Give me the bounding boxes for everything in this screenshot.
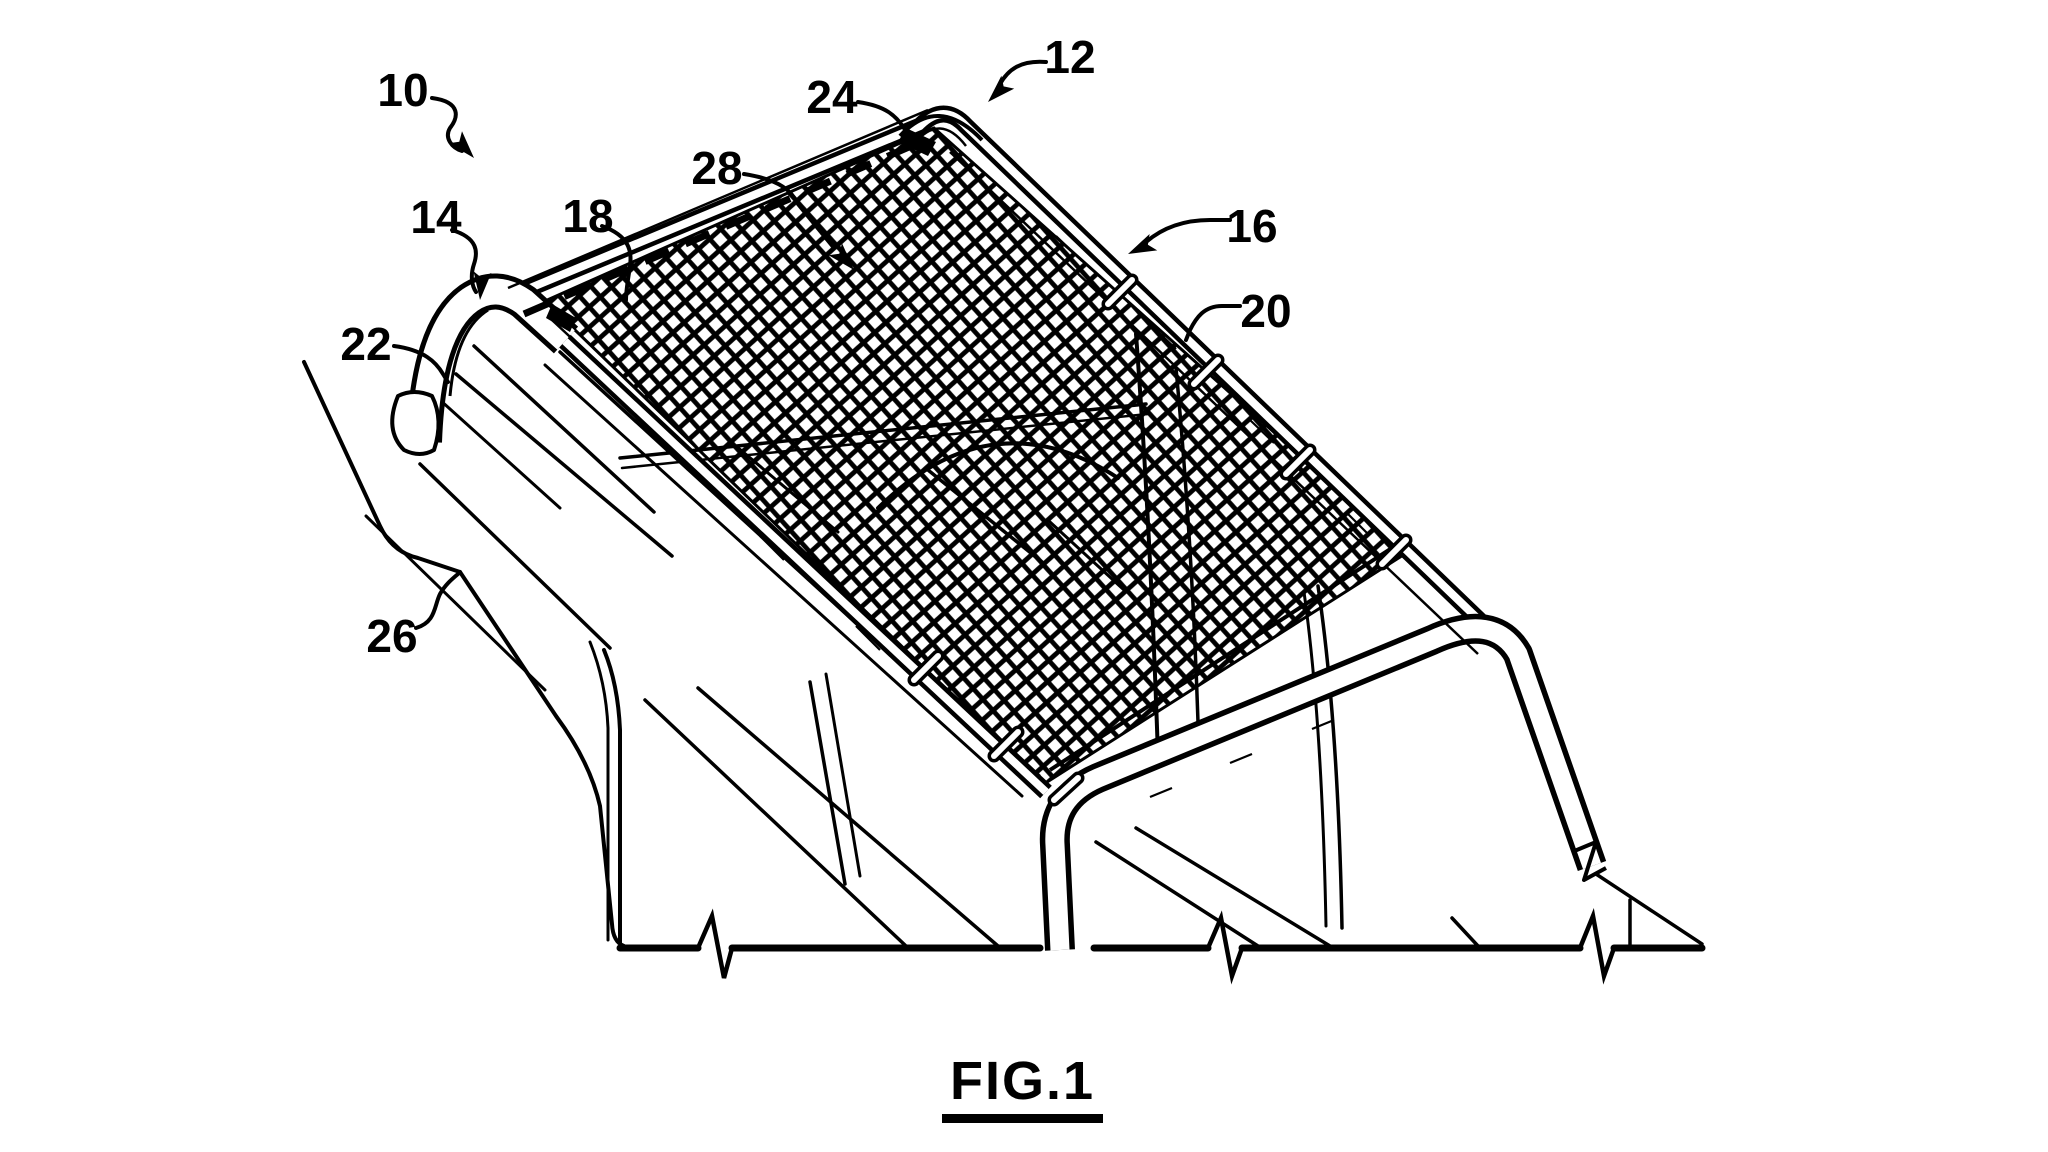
c-pillar-line xyxy=(1316,584,1344,930)
header-bracket xyxy=(546,304,576,332)
leader-16 xyxy=(1144,218,1232,244)
door-line xyxy=(696,686,1000,948)
net-clip xyxy=(1375,533,1413,571)
body-line xyxy=(458,570,626,948)
rail-ticks xyxy=(663,235,1369,799)
corner-cap-arc xyxy=(898,114,984,142)
body-line xyxy=(302,360,462,574)
leader-arrowheads xyxy=(448,75,1158,300)
windshield-line xyxy=(472,344,656,514)
leader-12 xyxy=(998,59,1048,86)
ref-label-24: 24 xyxy=(806,71,858,123)
break-mark xyxy=(695,908,735,979)
body-line xyxy=(1450,916,1480,948)
body-line xyxy=(1594,872,1704,946)
net-clip xyxy=(907,649,945,687)
frame xyxy=(390,105,1607,951)
body-line xyxy=(418,462,612,650)
leader-24 xyxy=(856,100,910,138)
net-hem-line xyxy=(551,319,1041,777)
net-clips xyxy=(907,273,1413,807)
ref-label-22: 22 xyxy=(340,318,391,370)
ref-label-14: 14 xyxy=(410,191,462,243)
body-line xyxy=(364,514,547,692)
side-rail-core xyxy=(533,311,1049,795)
leader-22 xyxy=(392,344,450,384)
door-line xyxy=(643,698,908,948)
reference-numerals: 10 12 14 16 18 20 22 24 26 28 xyxy=(340,31,1291,662)
ref-label-18: 18 xyxy=(562,190,613,242)
leader-18 xyxy=(600,224,633,302)
windshield-line xyxy=(454,372,674,558)
header-highlight xyxy=(507,108,929,290)
front-hoop-highlight xyxy=(448,308,489,397)
break-mark xyxy=(1577,908,1617,985)
net-clip xyxy=(1047,771,1085,807)
b-pillar-line xyxy=(824,672,862,878)
break-mark xyxy=(1205,910,1245,985)
net-hem-line xyxy=(949,151,1479,655)
arrowhead-12 xyxy=(988,75,1015,102)
tailgate-line xyxy=(1094,840,1260,948)
rear-leg-break xyxy=(1571,840,1607,882)
arrowhead-28 xyxy=(828,243,854,270)
leader-10 xyxy=(430,96,464,153)
mesh-rear-hem xyxy=(1048,542,1400,772)
front-hoop-core xyxy=(411,278,575,443)
leader-20 xyxy=(1184,304,1242,342)
leader-14 xyxy=(450,228,478,294)
ref-label-16: 16 xyxy=(1226,200,1277,252)
arrowhead-14 xyxy=(473,271,492,300)
ref-label-28: 28 xyxy=(691,142,742,194)
rear-bar-core xyxy=(1045,619,1601,951)
windshield-line xyxy=(438,398,562,510)
figure-caption: FIG.1 xyxy=(942,1054,1104,1123)
net-clip xyxy=(1187,353,1225,391)
c-pillar-line xyxy=(1302,590,1328,928)
tailgate-line xyxy=(1134,826,1332,948)
a-pillar-line xyxy=(602,648,622,945)
net-clip xyxy=(1279,443,1317,481)
ref-label-10: 10 xyxy=(377,64,428,116)
leader-lines xyxy=(392,59,1242,630)
ref-label-26: 26 xyxy=(366,610,417,662)
net-clip xyxy=(1101,273,1139,311)
belt-line xyxy=(543,363,1024,798)
arrowhead-16 xyxy=(1128,234,1158,254)
net-clip xyxy=(987,725,1025,763)
net-retainer-hem xyxy=(522,140,918,318)
ref-label-20: 20 xyxy=(1240,285,1291,337)
arrowhead-10 xyxy=(448,131,474,158)
ref-label-12: 12 xyxy=(1044,31,1095,83)
ground-line xyxy=(616,908,1706,985)
b-pillar-line xyxy=(808,680,847,886)
leader-28 xyxy=(742,172,836,250)
hoop-flange xyxy=(390,390,441,456)
a-pillar-line xyxy=(588,640,610,942)
leader-26 xyxy=(414,572,460,630)
